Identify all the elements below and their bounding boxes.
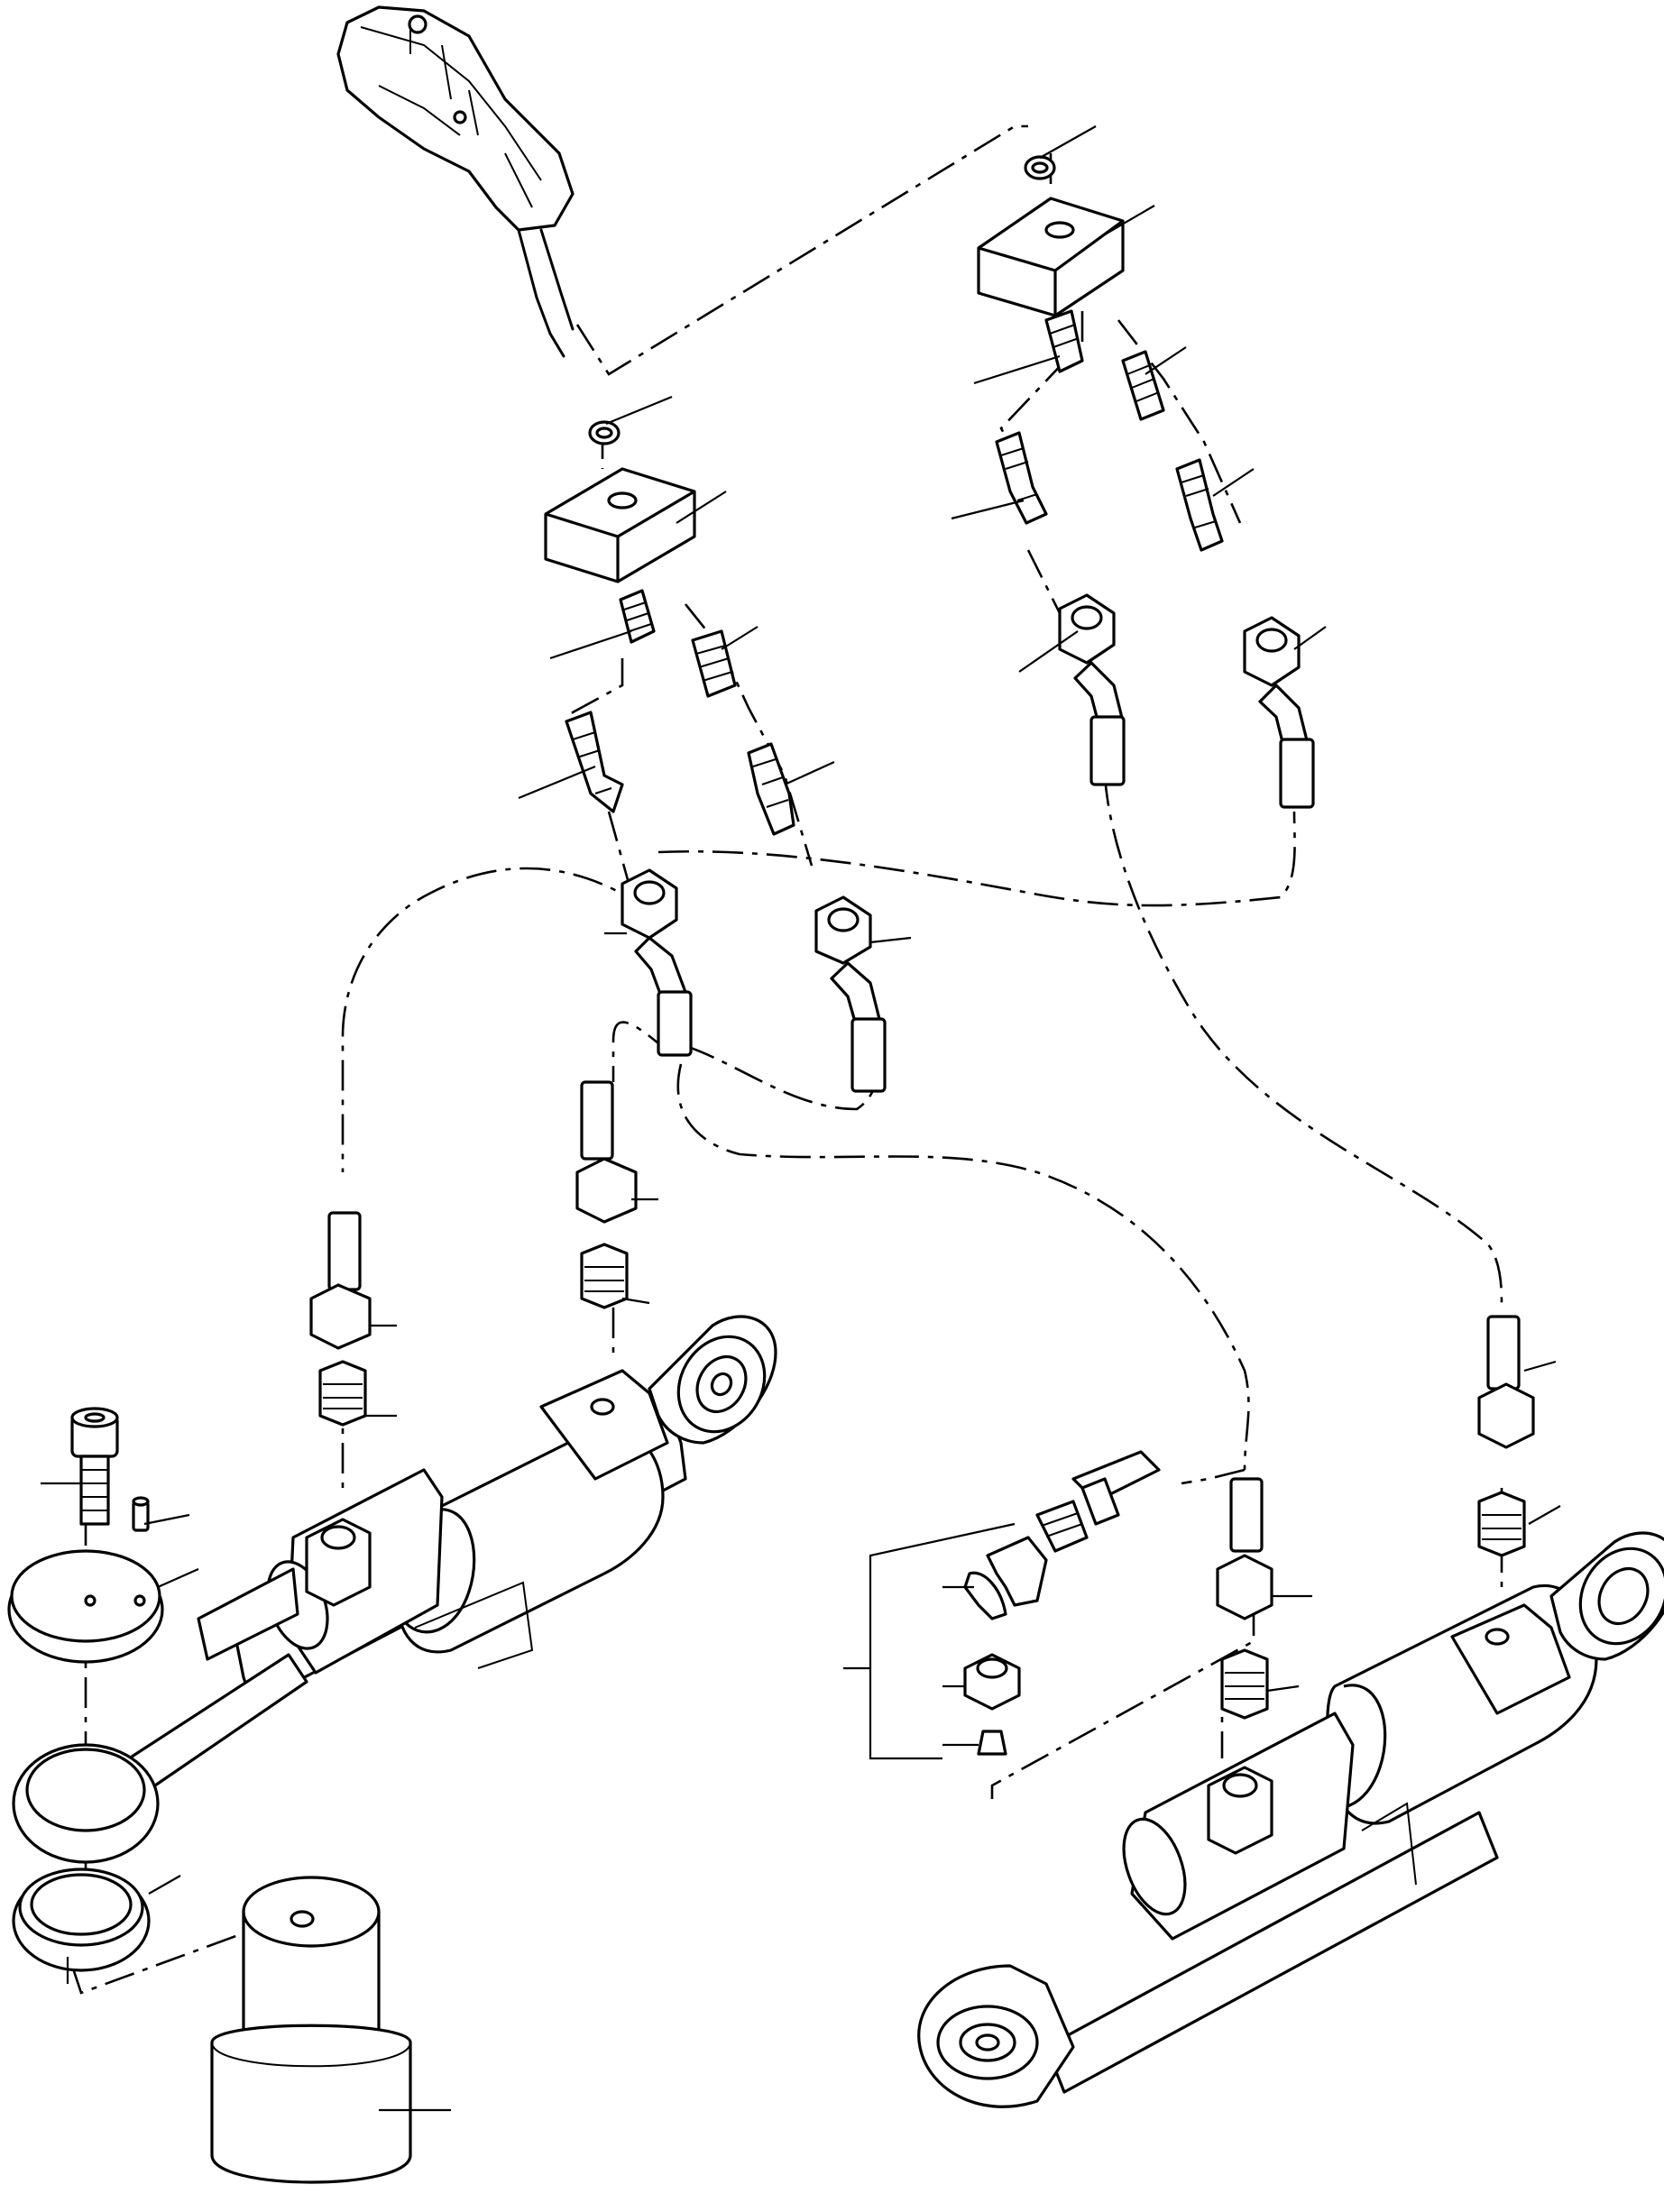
callout-leaders (41, 125, 1561, 2112)
manifold-block-icon (544, 197, 1125, 583)
washer-plate-icon (7, 1549, 164, 1664)
hose-elbow-icon (621, 593, 1315, 1093)
seal-ring-icon (12, 1868, 151, 1972)
grease-fitting-icon (963, 1450, 1161, 1756)
oring-icon (588, 155, 1056, 445)
hose-end-icon (309, 1080, 1535, 1720)
control-valve-icon (336, 5, 575, 358)
bolt-icon (70, 1407, 119, 1526)
hydraulic-cylinder-icon (12, 1315, 777, 1864)
pin-icon (132, 1496, 150, 1532)
hydraulic-cylinder-icon (917, 1531, 1664, 2108)
hydraulic-fitting-icon (565, 309, 1224, 836)
hose-routing-lines (70, 124, 1503, 1995)
tool-icon (210, 1876, 412, 2184)
